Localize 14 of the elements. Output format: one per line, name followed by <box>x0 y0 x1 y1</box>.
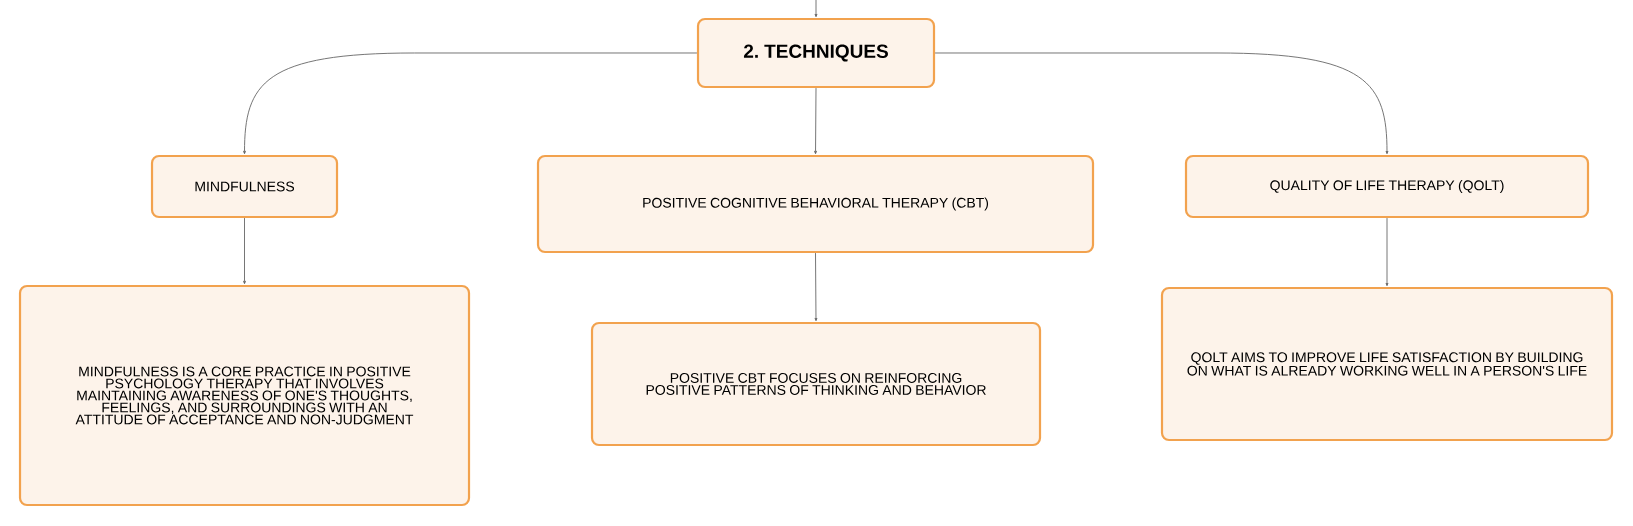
arrow <box>814 0 818 18</box>
topic-box: QUALITY OF LIFE THERAPY (QOLT) <box>1184 154 1590 219</box>
topic-box: MINDFULNESS <box>150 154 339 219</box>
arrow <box>814 87 817 155</box>
arrow <box>243 217 246 285</box>
topic-box: POSITIVE COGNITIVE BEHAVIORAL THERAPY (CBT) <box>536 154 1095 254</box>
description-box: MINDFULNESS IS A CORE PRACTICE IN POSITIVE PSYCHOLOGY THERAPY THAT INVOLVES MAINTAINING AWARENESS OF ONE'S THOUGHTS, FEELINGS, AND SURROUNDINGS WITH AN ATTITUDE OF ACCEPTANCE AND NON-JUDGMENT <box>18 284 471 507</box>
arrow <box>243 52 698 155</box>
arrow <box>934 52 1389 155</box>
description-box: QOLT AIMS TO IMPROVE LIFE SATISFACTION BY BUILDING ON WHAT IS ALREADY WORKING WELL IN A PERSON'S LIFE <box>1160 286 1614 442</box>
heading-box: 2. TECHNIQUES <box>696 17 936 89</box>
arrow <box>1385 217 1389 287</box>
arrow <box>814 252 818 322</box>
description-box: POSITIVE CBT FOCUSES ON REINFORCING POSITIVE PATTERNS OF THINKING AND BEHAVIOR <box>590 321 1042 447</box>
